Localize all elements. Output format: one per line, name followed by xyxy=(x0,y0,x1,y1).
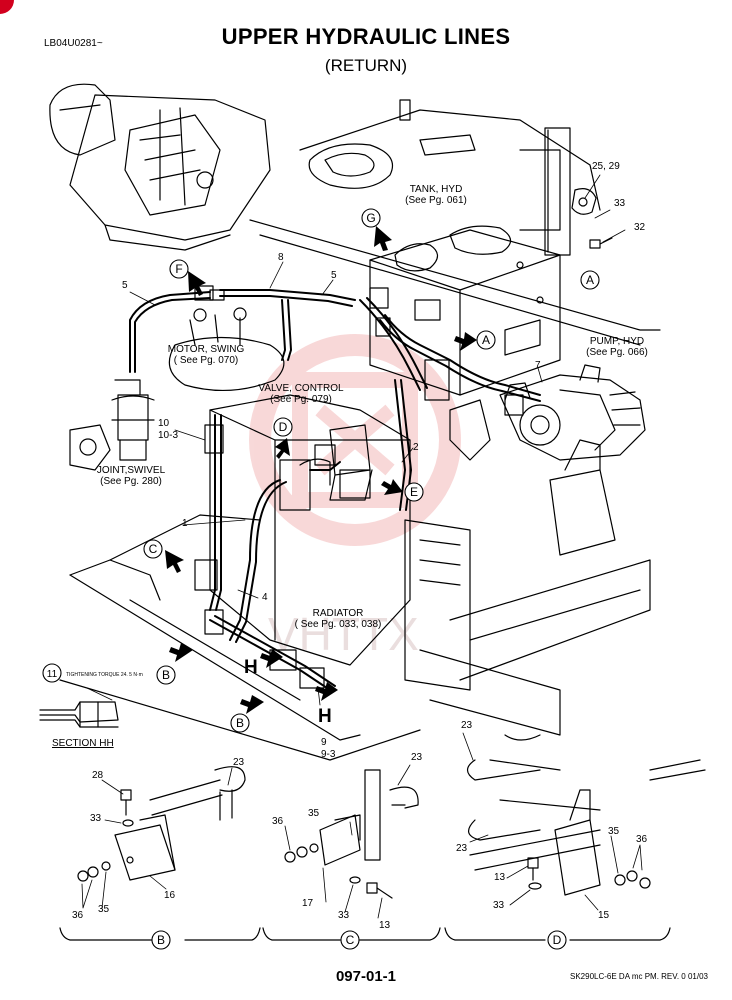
label-swing-motor: MOTOR, SWING( See Pg. 070) xyxy=(167,344,245,366)
callout-11: 11 xyxy=(47,669,58,680)
callout-a-upper: A xyxy=(482,333,490,347)
detail-label-c: C xyxy=(346,933,355,947)
part-35-b: 35 xyxy=(98,904,110,915)
arrow-c xyxy=(165,550,184,573)
part-9-3: 9-3 xyxy=(321,749,336,760)
direction-arrows xyxy=(165,226,477,714)
callout-a-tank: A xyxy=(586,273,594,287)
section-hh-title: SECTION HH xyxy=(52,738,114,749)
callout-d: D xyxy=(279,420,288,434)
part-32: 32 xyxy=(634,222,646,233)
part-33-d: 33 xyxy=(493,900,505,911)
part-7: 7 xyxy=(535,360,541,371)
hydraulic-pump xyxy=(449,364,646,461)
section-mark-h-lower: H xyxy=(318,706,332,727)
part-36-d: 36 xyxy=(636,834,648,845)
detail-label-d: D xyxy=(553,933,562,947)
radiator-frame xyxy=(404,439,651,741)
label-swivel-joint: JOINT,SWIVEL(See Pg. 280) xyxy=(96,465,166,487)
part-23-d-top: 23 xyxy=(461,720,473,731)
label-pump: PUMP, HYD(See Pg. 066) xyxy=(586,336,648,358)
part-10: 10 xyxy=(158,418,170,429)
detail-label-b: B xyxy=(157,933,165,947)
part-33-b: 33 xyxy=(90,813,102,824)
section-mark-h-upper: H xyxy=(244,657,258,678)
arrow-b-upper xyxy=(169,643,193,662)
part-36-b: 36 xyxy=(72,910,84,921)
part-5-right: 5 xyxy=(331,270,337,281)
page-title: UPPER HYDRAULIC LINES xyxy=(221,24,511,49)
torque-note: TIGHTENING TORQUE 24. 5 N·m xyxy=(66,672,143,678)
swing-motor xyxy=(168,307,285,392)
arrow-f xyxy=(188,271,206,296)
clamp-detail-a xyxy=(544,127,613,256)
part-1: 1 xyxy=(182,518,188,529)
arrow-a-upper xyxy=(454,332,477,351)
label-radiator: RADIATOR( See Pg. 033, 038) xyxy=(294,608,382,630)
detail-c-bracket xyxy=(284,769,419,899)
excavator-overview-thumbnail xyxy=(49,83,271,251)
part-2: 2 xyxy=(413,442,419,453)
callout-e: E xyxy=(410,485,418,499)
arrow-g xyxy=(374,226,392,251)
arrow-b-lower xyxy=(240,695,264,714)
part-4: 4 xyxy=(262,592,268,603)
label-tank: TANK, HYD(See Pg. 061) xyxy=(405,184,467,206)
part-8: 8 xyxy=(278,252,284,263)
section-marks: H H xyxy=(244,657,332,727)
part-15: 15 xyxy=(598,910,610,921)
part-25-29: 25, 29 xyxy=(592,161,620,172)
document-code: LB04U0281~ xyxy=(44,38,103,49)
arrow-d xyxy=(275,438,290,459)
fittings xyxy=(194,285,524,689)
part-35-c: 35 xyxy=(308,808,320,819)
callout-c: C xyxy=(149,542,158,556)
callout-f: F xyxy=(175,262,182,276)
part-17: 17 xyxy=(302,898,314,909)
part-10-3: 10-3 xyxy=(158,430,179,441)
page-subtitle: (RETURN) xyxy=(324,56,408,75)
arrow-h-upper xyxy=(260,649,283,668)
part-16: 16 xyxy=(164,890,176,901)
control-valve xyxy=(209,394,411,666)
watermark-text: VHTTX xyxy=(268,608,419,660)
part-13-c: 13 xyxy=(379,920,391,931)
callout-circles xyxy=(42,208,600,950)
section-hh-detail xyxy=(39,701,119,728)
part-33-c: 33 xyxy=(338,910,350,921)
arrow-h-lower xyxy=(315,682,338,701)
part-23-c: 23 xyxy=(411,752,423,763)
callout-letters: F G A A D E C B B 11 B C D xyxy=(47,211,594,947)
label-control-valve: VALVE, CONTROL(See Pg. 079) xyxy=(258,383,344,405)
arrow-e xyxy=(381,479,403,495)
detail-b-bracket xyxy=(77,766,246,882)
page-number: 097-01-1 xyxy=(335,968,397,985)
callout-g: G xyxy=(366,211,375,225)
leader-lines xyxy=(81,174,643,919)
part-9: 9 xyxy=(321,737,327,748)
part-28: 28 xyxy=(92,770,104,781)
detail-d-bracket xyxy=(466,759,706,896)
callout-b-upper: B xyxy=(162,668,170,682)
part-5-left: 5 xyxy=(122,280,128,291)
detail-brackets xyxy=(59,927,671,941)
part-35-d: 35 xyxy=(608,826,620,837)
part-13-d: 13 xyxy=(494,872,506,883)
swivel-joint xyxy=(69,379,155,471)
model-revision: SK290LC-6E DA mc PM. REV. 0 01/03 xyxy=(570,972,708,981)
callout-b-lower: B xyxy=(236,716,244,730)
part-23-d-mid: 23 xyxy=(456,843,468,854)
part-36-c: 36 xyxy=(272,816,284,827)
part-33-clamp: 33 xyxy=(614,198,626,209)
part-23-b: 23 xyxy=(233,757,245,768)
